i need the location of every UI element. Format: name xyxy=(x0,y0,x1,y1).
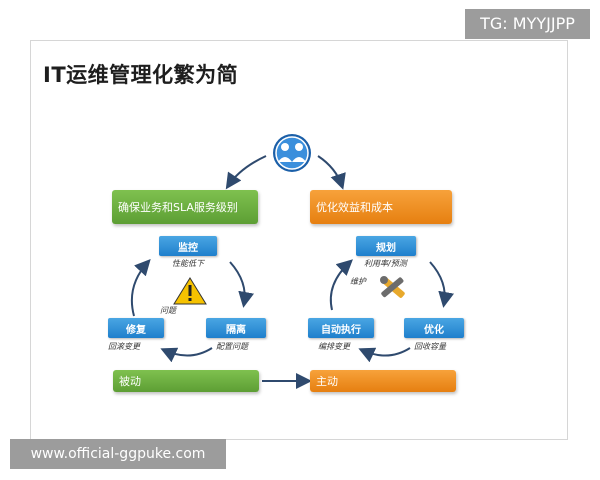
left-cycle-center-label: 问题 xyxy=(160,306,176,315)
right-cycle-arrow-tl xyxy=(329,259,353,311)
plan-sub: 利用率/预测 xyxy=(364,259,407,268)
monitor-sub: 性能低下 xyxy=(172,259,204,268)
automate-box: 自动执行 xyxy=(308,318,374,338)
optimize-box: 优化 xyxy=(404,318,464,338)
page-title: IT运维管理化繁为简 xyxy=(43,63,239,87)
active-bar: 主动 xyxy=(310,370,456,392)
automate-sub: 编排变更 xyxy=(318,342,350,351)
monitor-box: 监控 xyxy=(159,236,217,256)
repair-sub: 回滚变更 xyxy=(108,342,140,351)
repair-box: 修复 xyxy=(108,318,164,338)
right-cycle-center-label: 维护 xyxy=(350,277,366,286)
watermark-bottom: www.official-ggpuke.com xyxy=(10,439,226,469)
watermark-top: TG: MYYJJPP xyxy=(465,9,590,39)
right-cycle-arrow-bottom xyxy=(358,347,411,363)
plan-box: 规划 xyxy=(356,236,416,256)
optimize-sub: 回收容量 xyxy=(414,342,446,351)
isolate-sub: 配置问题 xyxy=(216,342,248,351)
right-goal-bar: 优化效益和成本 xyxy=(310,190,452,224)
arrow-to-left-bar xyxy=(225,155,267,190)
users-icon xyxy=(273,134,311,172)
left-cycle-arrow-tl xyxy=(130,259,151,317)
arrow-to-right-bar xyxy=(317,155,346,190)
left-cycle-arrow-tr xyxy=(229,261,255,308)
tools-icon xyxy=(380,276,405,298)
left-cycle-arrow-bottom xyxy=(160,347,213,363)
right-cycle-arrow-tr xyxy=(429,261,455,308)
left-goal-bar: 确保业务和SLA服务级别 xyxy=(112,190,258,224)
warning-icon xyxy=(173,277,207,305)
isolate-box: 隔离 xyxy=(206,318,266,338)
passive-bar: 被动 xyxy=(113,370,259,392)
